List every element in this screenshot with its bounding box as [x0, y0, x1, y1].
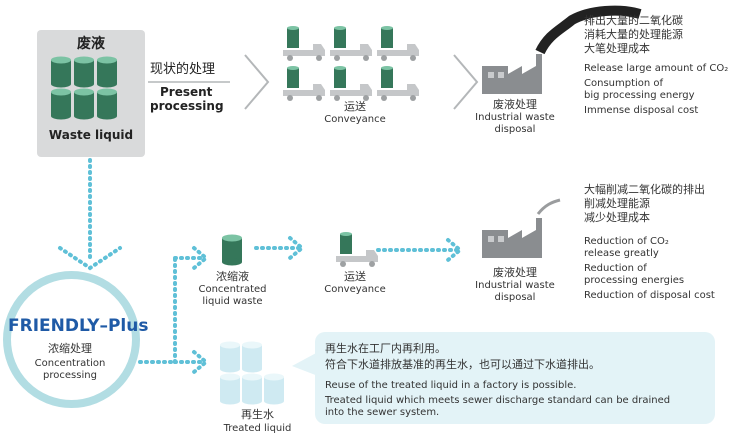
conveyance-top-en: Conveyance — [324, 114, 386, 125]
factory-icon-mid — [482, 198, 561, 258]
reuse-en-2a: Treated liquid which meets sewer dischar… — [325, 395, 671, 406]
present-issue-en-1: Release large amount of CO₂ — [584, 63, 729, 74]
dotted-flow-lines — [58, 158, 464, 374]
present-issue-zh-1: 排出大量的二氧化碳 — [584, 14, 683, 27]
conveyance-mid-zh: 运送 — [344, 270, 366, 283]
truck-icons — [283, 26, 419, 101]
reuse-en-2b: into the sewer system. — [325, 407, 440, 418]
factory-icon — [482, 5, 642, 94]
benefit-zh-2: 削减处理能源 — [584, 197, 650, 210]
truck-icon-mid — [336, 232, 378, 267]
friendly-plus-title: FRIENDLY–Plus — [8, 316, 149, 336]
treated-en: Treated liquid — [223, 423, 292, 434]
benefit-en-3: Reduction of — [584, 263, 647, 274]
disposal-mid-zh: 废液处理 — [493, 266, 537, 279]
present-issue-en-2: Consumption of — [584, 78, 664, 89]
friendly-en-2: processing — [43, 370, 97, 381]
conveyance-mid-en: Conveyance — [324, 284, 386, 295]
disposal-mid-en-1: Industrial waste — [475, 280, 555, 291]
waste-label-zh: 废液 — [77, 36, 105, 52]
treated-zh: 再生水 — [241, 408, 274, 421]
friendly-en-1: Concentration — [34, 358, 106, 369]
concentrated-en-2: liquid waste — [202, 296, 263, 307]
present-label-en-1: Present — [160, 85, 213, 99]
disposal-top-en-1: Industrial waste — [475, 112, 555, 123]
concentrated-tank-icon — [222, 234, 242, 266]
waste-tanks-icon — [51, 56, 117, 120]
benefit-en-2: release greatly — [584, 248, 659, 259]
disposal-mid-en-2: disposal — [494, 292, 536, 303]
present-issue-zh-2: 消耗大量的处理能源 — [584, 28, 683, 41]
treated-tanks-icon — [220, 341, 284, 405]
friendly-zh: 浓缩处理 — [48, 342, 92, 355]
benefit-zh-3: 减少处理成本 — [584, 211, 650, 224]
reuse-zh-2: 符合下水道排放基准的再生水，也可以通过下水道排出。 — [325, 358, 600, 371]
present-issue-en-3: big processing energy — [584, 90, 695, 101]
concentrated-en-1: Concentrated — [198, 284, 267, 295]
friendly-plus-ring — [3, 271, 140, 408]
benefit-en-5: Reduction of disposal cost — [584, 290, 715, 301]
present-label-en-2: processing — [150, 99, 224, 113]
disposal-top-zh: 废液处理 — [493, 98, 537, 111]
concentrated-zh: 浓缩液 — [216, 270, 249, 283]
disposal-top-en-2: disposal — [494, 124, 536, 135]
reuse-en-1: Reuse of the treated liquid in a factory… — [325, 380, 577, 391]
benefit-en-1: Reduction of CO₂ — [584, 236, 669, 247]
present-issue-zh-3: 大笔处理成本 — [584, 42, 650, 55]
reuse-zh-1: 再生水在工厂内再利用。 — [325, 342, 446, 355]
waste-label-en: Waste liquid — [48, 128, 134, 142]
bubble-pointer — [292, 352, 318, 376]
benefit-en-4: processing energies — [584, 275, 685, 286]
conveyance-top-zh: 运送 — [344, 100, 366, 113]
benefit-zh-1: 大幅削减二氧化碳的排出 — [584, 183, 705, 196]
present-label-zh: 现状的处理 — [150, 62, 216, 77]
present-issue-en-4: Immense disposal cost — [584, 105, 699, 116]
chevron-arrow-icon — [244, 54, 479, 110]
